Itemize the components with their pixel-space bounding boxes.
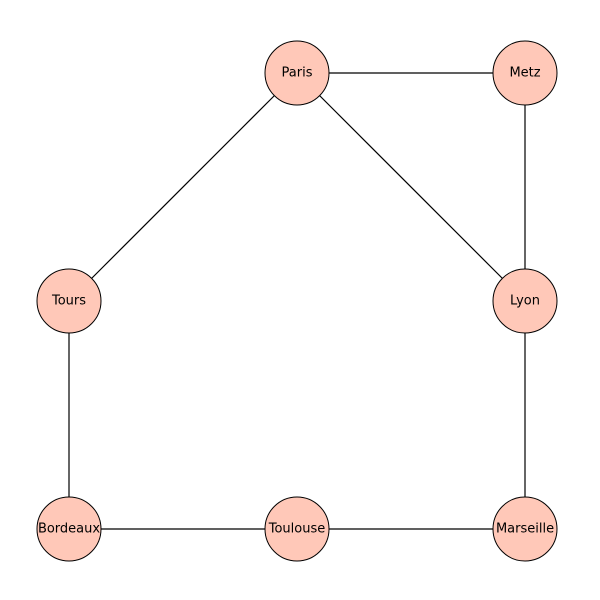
node-marseille: Marseille [492,496,558,562]
node-paris: Paris [264,40,330,106]
node-metz: Metz [492,40,558,106]
node-tours: Tours [36,268,102,334]
node-lyon-label: Lyon [510,294,540,309]
node-lyon: Lyon [492,268,558,334]
node-marseille-circle [492,496,558,562]
node-toulouse-label: Toulouse [268,522,326,537]
node-paris-circle [264,40,330,106]
node-paris-label: Paris [282,66,313,81]
node-tours-label: Tours [51,294,86,309]
node-metz-circle [492,40,558,106]
node-toulouse-circle [264,496,330,562]
node-bordeaux: Bordeaux [36,496,102,562]
node-bordeaux-circle [36,496,102,562]
node-tours-circle [36,268,102,334]
edge-paris-tours [91,95,275,279]
node-toulouse: Toulouse [264,496,330,562]
node-marseille-label: Marseille [496,522,554,537]
edge-paris-lyon [319,95,503,279]
graph-edges [68,72,526,530]
node-lyon-circle [492,268,558,334]
node-metz-label: Metz [509,66,540,81]
graph-nodes: Paris Metz Tours Lyon Bordeaux Toulouse … [36,40,558,562]
node-bordeaux-label: Bordeaux [38,522,100,537]
